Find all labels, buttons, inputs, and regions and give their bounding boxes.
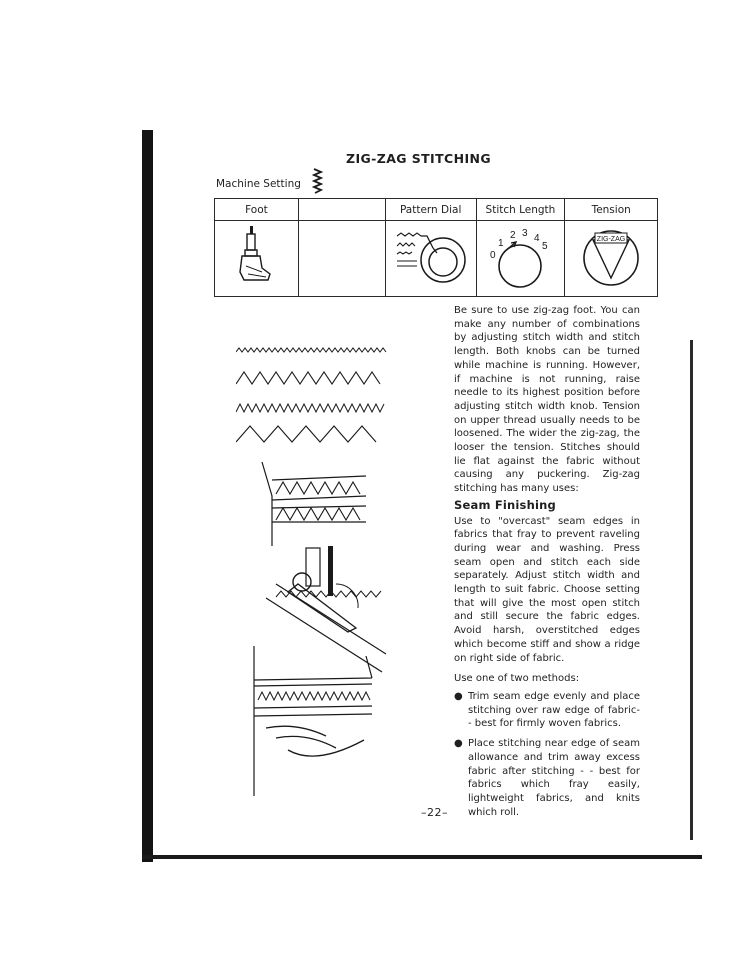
tension-cell: ZIG-ZAG (564, 220, 658, 297)
bullet-icon: ● (454, 738, 463, 750)
header-blank (297, 198, 386, 221)
section-paragraph: Use to "overcast" seam edges in fabrics … (454, 515, 640, 664)
zig-zag-stitch-icon (311, 168, 324, 194)
binding-spine (142, 130, 153, 862)
method-text: Place stitching near edge of seam allowa… (468, 738, 640, 818)
length-number-4: 4 (534, 233, 540, 244)
page-right-edge (690, 340, 693, 840)
header-tension: Tension (564, 198, 658, 221)
machine-settings-table: Foot Pattern Dial Stitch Length Tension (214, 198, 658, 297)
instructions-column: Be sure to use zig-zag foot. You can mak… (454, 304, 640, 825)
machine-setting-label: Machine Setting (216, 178, 301, 190)
method-text: Trim seam edge evenly and place stitchin… (468, 690, 640, 730)
page-bottom-edge (142, 855, 702, 859)
length-number-5: 5 (542, 241, 548, 252)
length-number-3: 3 (522, 228, 528, 239)
stitch-length-dial-icon: 0 1 2 3 4 5 (490, 228, 548, 288)
methods-intro: Use one of two methods: (454, 673, 580, 685)
length-number-0: 0 (490, 250, 496, 261)
section-heading: Seam Finishing (454, 497, 556, 512)
presser-foot-diagram (265, 546, 387, 673)
intro-paragraph: Be sure to use zig-zag foot. You can mak… (454, 305, 640, 495)
blank-cell (297, 220, 386, 297)
pattern-dial-cell (384, 220, 477, 297)
open-seam-diagram (253, 646, 373, 796)
seam-diagram (261, 461, 367, 546)
tension-dial-label: ZIG-ZAG (597, 236, 625, 243)
length-number-2: 2 (510, 230, 516, 241)
stitch-length-cell: 0 1 2 3 4 5 (475, 220, 566, 297)
page-number: –22– (421, 806, 448, 819)
foot-cell (214, 220, 299, 297)
stitch-illustrations (236, 347, 387, 796)
header-stitch-length: Stitch Length (475, 198, 566, 221)
method-item: ● Place stitching near edge of seam allow… (454, 737, 640, 819)
header-foot: Foot (214, 198, 299, 221)
header-pattern-dial: Pattern Dial (384, 198, 477, 221)
bullet-icon: ● (454, 690, 463, 702)
pattern-dial-icon (396, 232, 466, 283)
methods-list: ● Trim seam edge evenly and place stitchi… (454, 690, 640, 819)
method-item: ● Trim seam edge evenly and place stitchi… (454, 690, 640, 731)
page-title: ZIG-ZAG STITCHING (346, 151, 492, 166)
zig-zag-foot-icon (239, 226, 272, 281)
tension-dial-icon: ZIG-ZAG (583, 230, 639, 286)
zig-zag-samples (236, 347, 387, 443)
length-number-1: 1 (498, 238, 504, 249)
